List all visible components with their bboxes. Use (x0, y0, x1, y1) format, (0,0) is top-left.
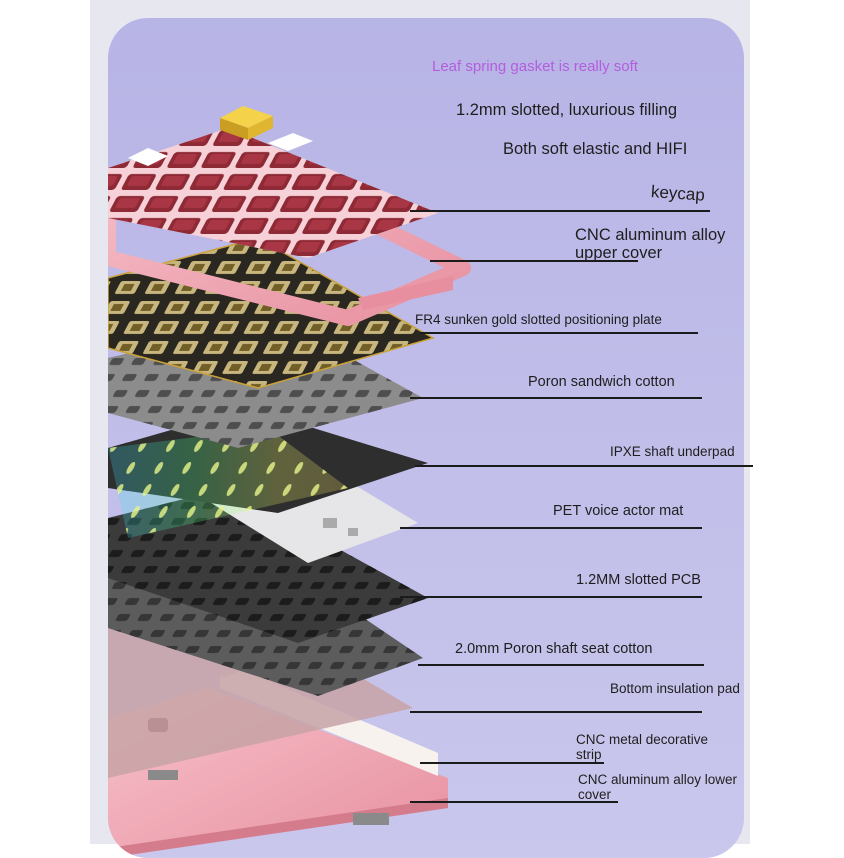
label-upper-cover: CNC aluminum alloy upper cover (575, 226, 745, 262)
tagline-hifi: Both soft elastic and HIFI (503, 140, 688, 158)
leader-voice-mat (400, 527, 702, 529)
label-insulation-pad: Bottom insulation pad (610, 681, 740, 696)
label-pcb: 1.2MM slotted PCB (576, 572, 701, 588)
leader-shaft-underpad (415, 465, 753, 467)
pcb-layer (108, 488, 428, 643)
keycap-layer (108, 106, 438, 258)
tagline-filling: 1.2mm slotted, luxurious filling (456, 101, 678, 119)
label-decorative-strip-text: CNC metal decorative strip (576, 732, 709, 762)
leader-lower-cover (410, 801, 618, 803)
label-lower-cover-text: CNC aluminum alloy lower cover (578, 772, 738, 802)
label-voice-mat: PET voice actor mat (553, 503, 684, 519)
label-shaft-underpad: IPXE shaft underpad (610, 444, 735, 459)
leader-sandwich-cotton (410, 397, 702, 399)
headline: Leaf spring gasket is really soft (432, 58, 638, 75)
leader-plate (420, 332, 698, 334)
leader-keycap (410, 210, 710, 212)
label-plate: FR4 sunken gold slotted positioning plat… (415, 312, 662, 327)
leader-decorative-strip (420, 762, 604, 764)
product-card (108, 18, 744, 858)
leader-pcb (400, 596, 702, 598)
label-sandwich-cotton: Poron sandwich cotton (528, 374, 675, 390)
label-keycap: keycap (650, 182, 706, 205)
label-upper-cover-text: CNC aluminum alloy upper cover (575, 226, 726, 262)
exploded-keyboard-illustration (108, 106, 471, 858)
leader-upper-cover (430, 260, 638, 262)
label-shaft-seat-cotton: 2.0mm Poron shaft seat cotton (455, 641, 653, 657)
leader-insulation-pad (410, 711, 702, 713)
label-lower-cover: CNC aluminum alloy lower cover (578, 772, 758, 802)
label-decorative-strip: CNC metal decorative strip (576, 732, 736, 762)
leader-shaft-seat-cotton (418, 664, 704, 666)
label-insulation-pad-text: Bottom insulation pad (610, 681, 740, 696)
